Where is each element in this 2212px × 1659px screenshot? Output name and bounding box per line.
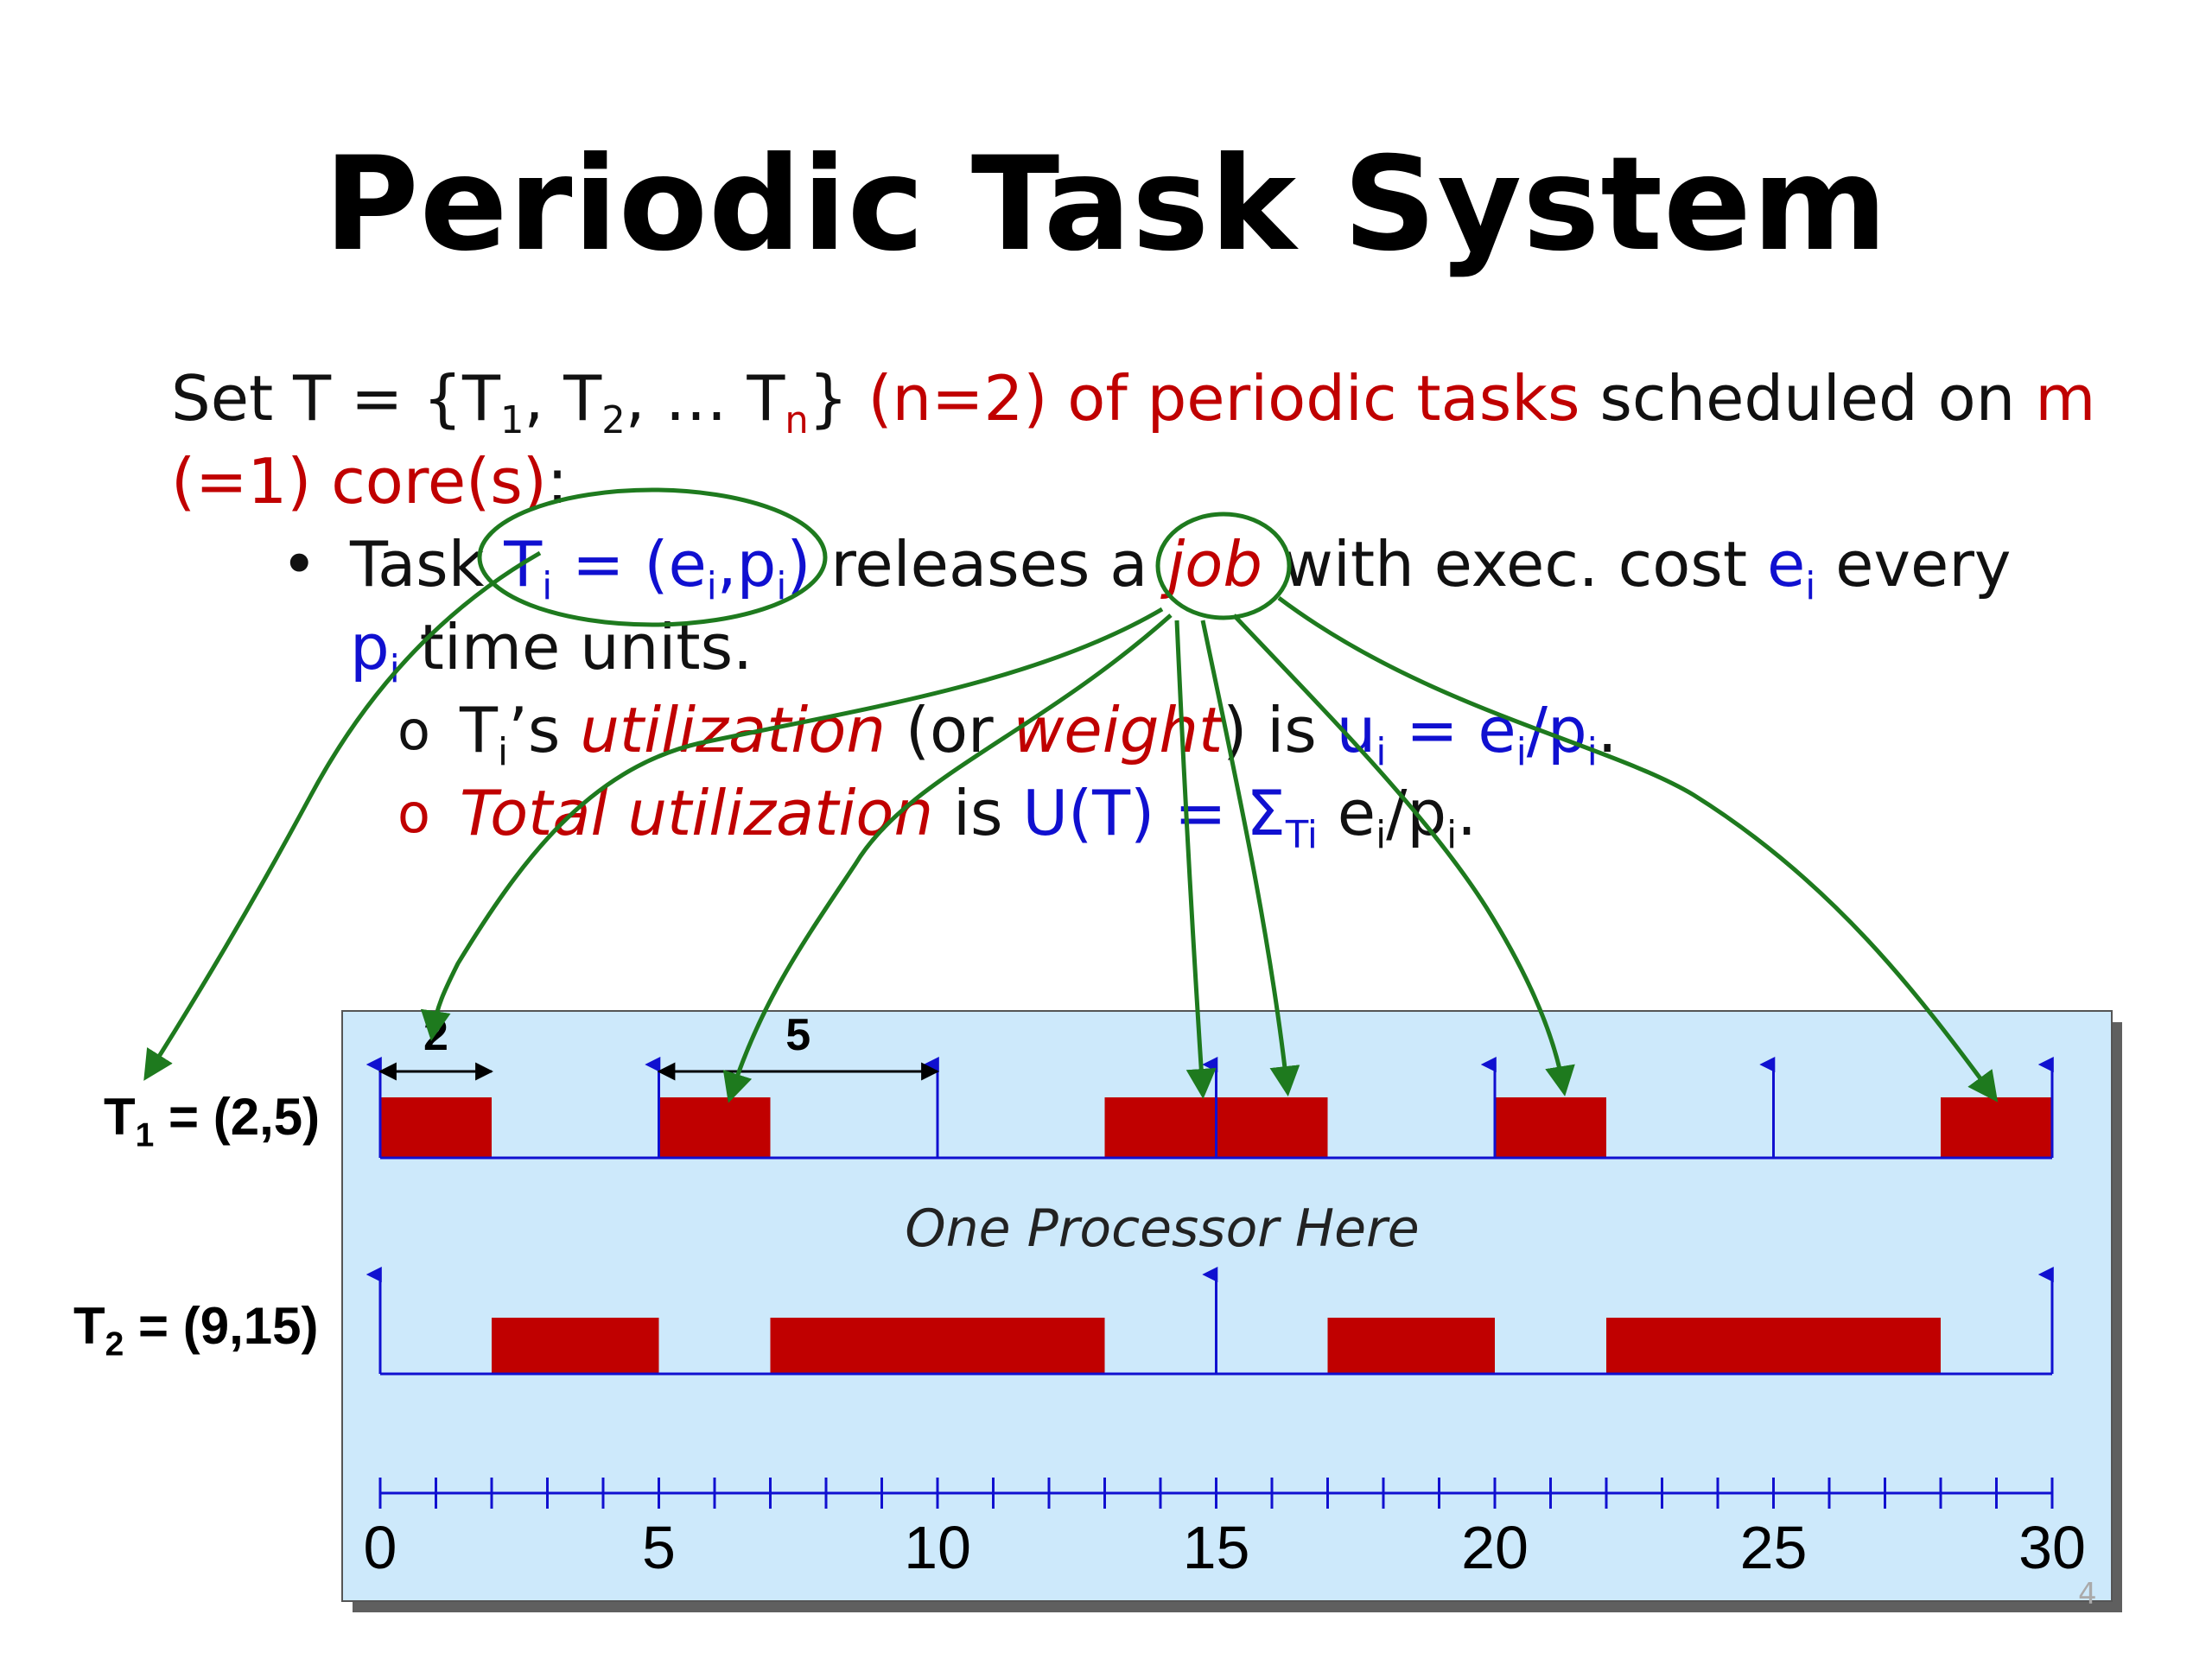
- job-arrow-4: [1200, 620, 1300, 1096]
- text-fragment: scheduled on: [1580, 362, 2036, 435]
- text-fragment: p: [350, 611, 390, 683]
- task2-job-1: [770, 1318, 1105, 1374]
- subscript: n: [785, 399, 809, 443]
- subscript: i: [1805, 565, 1816, 609]
- text-fragment: , T: [524, 362, 602, 435]
- axis-label: 20: [1461, 1514, 1529, 1581]
- text-fragment: is: [933, 777, 1023, 849]
- subscript: i: [1376, 731, 1387, 775]
- subscript: i: [706, 565, 717, 609]
- task2-job-2: [1327, 1318, 1495, 1374]
- sub-bullet-marker: o: [397, 699, 430, 762]
- subscript: i: [542, 565, 553, 609]
- task1-label: T1 = (2,5): [104, 1087, 321, 1153]
- axis-label: 10: [904, 1514, 971, 1581]
- task-to-t1-arrow: [143, 550, 542, 1081]
- highlight-text: (=1) core(s): [171, 445, 547, 518]
- weight-term: weight: [1013, 694, 1224, 766]
- text-fragment: releases a: [810, 528, 1168, 601]
- subscript: i: [1516, 731, 1527, 775]
- slide-title: Periodic Task System: [323, 130, 1889, 280]
- task1-job-3: [1216, 1097, 1328, 1158]
- subscript: i: [1586, 731, 1598, 775]
- period-var: pi: [350, 611, 400, 689]
- task1-job-1: [658, 1097, 771, 1158]
- text-fragment: .: [1457, 777, 1477, 849]
- total-utilization-term: Total utilization: [460, 777, 934, 849]
- total-utilization-line: Total utilization is U(T) = ΣTi ei/pi.: [460, 772, 1477, 855]
- job-arrow-1: [420, 607, 1164, 1041]
- text-fragment: every: [1815, 528, 2012, 601]
- job-arrow-3: [1174, 620, 1217, 1099]
- subscript: i: [776, 565, 787, 609]
- task-set-line: Set T = {T1, T2, … Tn} (n=2) of periodic…: [171, 358, 2095, 440]
- page-number: 4: [2078, 1577, 2097, 1611]
- text-fragment: .: [1597, 694, 1618, 766]
- task-tuple: Ti = (ei,pi): [504, 528, 810, 606]
- subscript: 2: [105, 1325, 124, 1363]
- text-fragment: ,p: [716, 528, 777, 601]
- axis-label: 0: [364, 1514, 397, 1581]
- text-fragment: T: [460, 694, 498, 766]
- task2-job-3: [1606, 1318, 1941, 1374]
- text-fragment: = (9,15): [124, 1297, 319, 1355]
- task1-job-2: [1104, 1097, 1217, 1158]
- text-fragment: e: [1317, 777, 1376, 849]
- job-highlight-ellipse: [1155, 512, 1292, 620]
- task2-job-0: [492, 1318, 659, 1374]
- text-fragment: }: [808, 362, 868, 435]
- task-definition-line: Task Ti = (ei,pi) releases a job with ex…: [350, 524, 2012, 606]
- subscript: 1: [500, 399, 524, 443]
- interval-label-1: 5: [785, 1010, 810, 1060]
- subscript: i: [1376, 814, 1387, 858]
- text-fragment: Set T = {T: [171, 362, 500, 435]
- job-arrow-2: [722, 613, 1173, 1103]
- axis-label: 25: [1740, 1514, 1808, 1581]
- axis-label: 5: [642, 1514, 676, 1581]
- processor-label: One Processor Here: [905, 1198, 1419, 1259]
- subscript: 1: [135, 1116, 155, 1154]
- task1-job-5: [1941, 1097, 2052, 1158]
- utilization-term: utilization: [580, 694, 886, 766]
- exec-cost-var: ei: [1766, 528, 1815, 606]
- bullet-marker: •: [281, 528, 318, 601]
- text-fragment: e: [1766, 528, 1806, 601]
- task2-label: T2 = (9,15): [73, 1296, 319, 1362]
- text-fragment: = e: [1386, 694, 1516, 766]
- text-fragment: ’s: [507, 694, 581, 766]
- text-fragment: = (2,5): [154, 1088, 321, 1146]
- subscript: i: [1446, 814, 1458, 858]
- sub-bullet-marker: o: [397, 782, 430, 845]
- job-arrow-6: [1277, 596, 1999, 1103]
- highlight-text: m: [2035, 362, 2096, 435]
- subscript: 2: [601, 399, 626, 443]
- task1-job-4: [1495, 1097, 1606, 1158]
- job-arrow-5: [1232, 613, 1575, 1096]
- subscript: Ti: [1285, 814, 1318, 858]
- subscript: i: [497, 731, 508, 775]
- task-highlight-ellipse: [477, 487, 828, 627]
- core-count-line: (=1) core(s):: [171, 441, 568, 523]
- text-fragment: T: [73, 1297, 105, 1355]
- text-fragment: T: [104, 1088, 136, 1146]
- axis-label: 30: [2018, 1514, 2086, 1581]
- text-fragment: with exec. cost: [1262, 528, 1767, 601]
- text-fragment: :: [546, 445, 569, 518]
- highlight-text: (n=2) of periodic tasks: [868, 362, 1580, 435]
- utilization-line: Ti’s utilization (or weight) is ui = ei/…: [460, 690, 1618, 772]
- job-term: job: [1167, 528, 1263, 601]
- text-fragment: , … T: [625, 362, 785, 435]
- text-fragment: = (e: [552, 528, 707, 601]
- task1-job-0: [380, 1097, 492, 1158]
- axis-label: 15: [1183, 1514, 1250, 1581]
- text-fragment: Task: [350, 528, 505, 601]
- text-fragment: ) is: [1223, 694, 1337, 766]
